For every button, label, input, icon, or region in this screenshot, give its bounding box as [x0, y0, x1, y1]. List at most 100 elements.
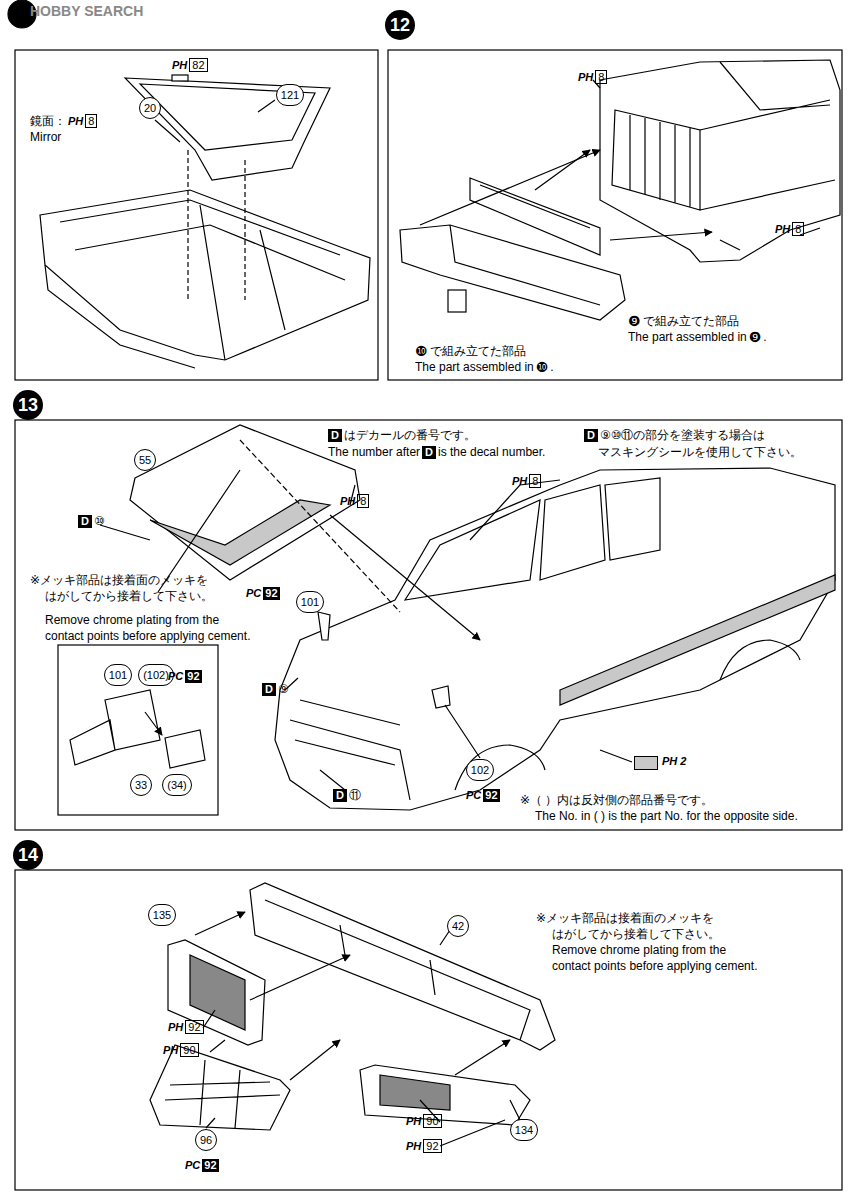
- paint-code: PC: [185, 1158, 200, 1172]
- label-row: The number afterDis the decal number.: [328, 445, 545, 459]
- note-text: The part assembled in: [415, 360, 534, 374]
- part-number-circle: 135: [148, 904, 176, 926]
- paint-code: PH: [68, 114, 83, 128]
- note-text: .: [550, 360, 553, 374]
- part-number-circle: 33: [130, 774, 152, 796]
- paint-number: 90: [423, 1114, 441, 1128]
- paint-number: 90: [180, 1043, 198, 1057]
- label-row: contact points before applying cement.: [552, 959, 757, 973]
- callout-number: 101: [109, 669, 127, 681]
- paint-number: 92: [185, 670, 201, 683]
- part-number-circle: (34): [162, 774, 192, 796]
- label-row: HOBBY SEARCH: [30, 4, 143, 18]
- label-row: Remove chrome plating from the: [45, 613, 219, 627]
- panel-frame: [388, 50, 842, 380]
- note-text: The part assembled in: [628, 330, 747, 344]
- step-reference: ❾: [749, 330, 762, 344]
- decal-mark: D: [78, 515, 92, 528]
- step-number: 13: [13, 390, 43, 420]
- part-number-circle: 42: [447, 915, 469, 937]
- decal-mark: D: [333, 789, 347, 802]
- part-number-circle: 101: [104, 664, 132, 686]
- paint-code: PH: [578, 70, 593, 84]
- paint-code: PC: [246, 586, 261, 600]
- paint-code: PH: [512, 474, 527, 488]
- label-row: PH8: [512, 474, 541, 488]
- panel-frame: [15, 420, 842, 830]
- note-text: .: [763, 330, 766, 344]
- part-number-circle: 101: [296, 591, 324, 613]
- note-text: ⑨⑩⑪の部分を塗装する場合は: [600, 428, 766, 442]
- paint-number: 8: [357, 494, 369, 508]
- front-grille-assembly: [400, 60, 840, 320]
- label-row: PH92: [168, 1020, 204, 1034]
- label-row: はがしてから接着して下さい。: [552, 927, 720, 941]
- paint-number: 92: [202, 1159, 218, 1172]
- note-text: 鏡面：: [30, 114, 66, 128]
- panel-frame: [15, 50, 378, 380]
- part-number-circle: 96: [195, 1129, 217, 1151]
- step-reference: ❿: [415, 344, 428, 358]
- legend-swatch: [634, 756, 658, 770]
- paint-number: 92: [185, 1020, 203, 1034]
- note-text: ※（ ）内は反対側の部品番号です。: [520, 793, 713, 807]
- paint-number: 8: [792, 222, 804, 236]
- callout-number: 102: [471, 764, 489, 776]
- paint-code: PH: [172, 58, 187, 72]
- step-reference: ❾: [628, 314, 641, 328]
- note-text: ※メッキ部品は接着面のメッキを: [536, 911, 714, 925]
- panel-frame: [15, 870, 842, 1190]
- label-row: PH90: [406, 1114, 442, 1128]
- paint-code: PH: [406, 1139, 421, 1153]
- callout-number: 20: [144, 102, 156, 114]
- label-row: ※（ ）内は反対側の部品番号です。: [520, 793, 713, 807]
- label-row: マスキングシールを使用して下さい。: [598, 445, 802, 459]
- callout-number: 134: [515, 1124, 533, 1136]
- label-row: PC92: [466, 788, 500, 802]
- tray-and-chassis: [40, 75, 370, 368]
- step-number: 12: [385, 10, 415, 40]
- paint-code: PH: [340, 494, 355, 508]
- note-text: ※メッキ部品は接着面のメッキを: [30, 573, 208, 587]
- label-row: The part assembled in❿.: [415, 360, 554, 374]
- tail-panel-assembly: [150, 883, 555, 1146]
- watermark: HOBBY SEARCH: [30, 4, 143, 18]
- label-row: 鏡面：PH8: [30, 114, 97, 128]
- label-row: The No. in ( ) is the part No. for the o…: [535, 809, 798, 823]
- paint-code: PC: [466, 788, 481, 802]
- decal-mark: D: [262, 683, 276, 696]
- callout-number: 101: [301, 596, 319, 608]
- paint-number: 82: [189, 58, 207, 72]
- label-row: Mirror: [30, 130, 61, 144]
- note-text: で組み立てた部品: [643, 314, 739, 328]
- label-row: D⑩: [78, 514, 105, 528]
- note-text: is the decal number.: [438, 445, 545, 459]
- label-row: PH8: [578, 70, 607, 84]
- note-text: で組み立てた部品: [430, 344, 526, 358]
- callout-number: 55: [139, 454, 151, 466]
- label-row: The part assembled in❾.: [628, 330, 767, 344]
- paint-code: PH: [168, 1020, 183, 1034]
- note-text: contact points before applying cement.: [552, 959, 757, 973]
- step-reference: ❿: [536, 360, 549, 374]
- label-row: ※メッキ部品は接着面のメッキを: [536, 911, 714, 925]
- note-text: Remove chrome plating from the: [45, 613, 219, 627]
- callout-number: 121: [281, 89, 299, 101]
- label-row: PC92: [168, 669, 202, 683]
- decal-mark: D: [328, 429, 342, 442]
- callout-number: 135: [153, 909, 171, 921]
- label-row: PH90: [163, 1043, 199, 1057]
- label-row: PC92: [246, 586, 280, 600]
- label-row: はがしてから接着して下さい。: [45, 589, 213, 603]
- label-row: contact points before applying cement.: [45, 629, 250, 643]
- callout-number: 96: [200, 1134, 212, 1146]
- note-text: The No. in ( ) is the part No. for the o…: [535, 809, 798, 823]
- callout-number: (102): [143, 669, 169, 681]
- paint-number: 8: [595, 70, 607, 84]
- part-number-circle: 134: [510, 1119, 538, 1141]
- note-text: はがしてから接着して下さい。: [552, 927, 720, 941]
- note-text: The number after: [328, 445, 420, 459]
- label-row: ❾で組み立てた部品: [628, 314, 739, 328]
- part-number-circle: 121: [276, 84, 304, 106]
- part-number-circle: 102: [466, 759, 494, 781]
